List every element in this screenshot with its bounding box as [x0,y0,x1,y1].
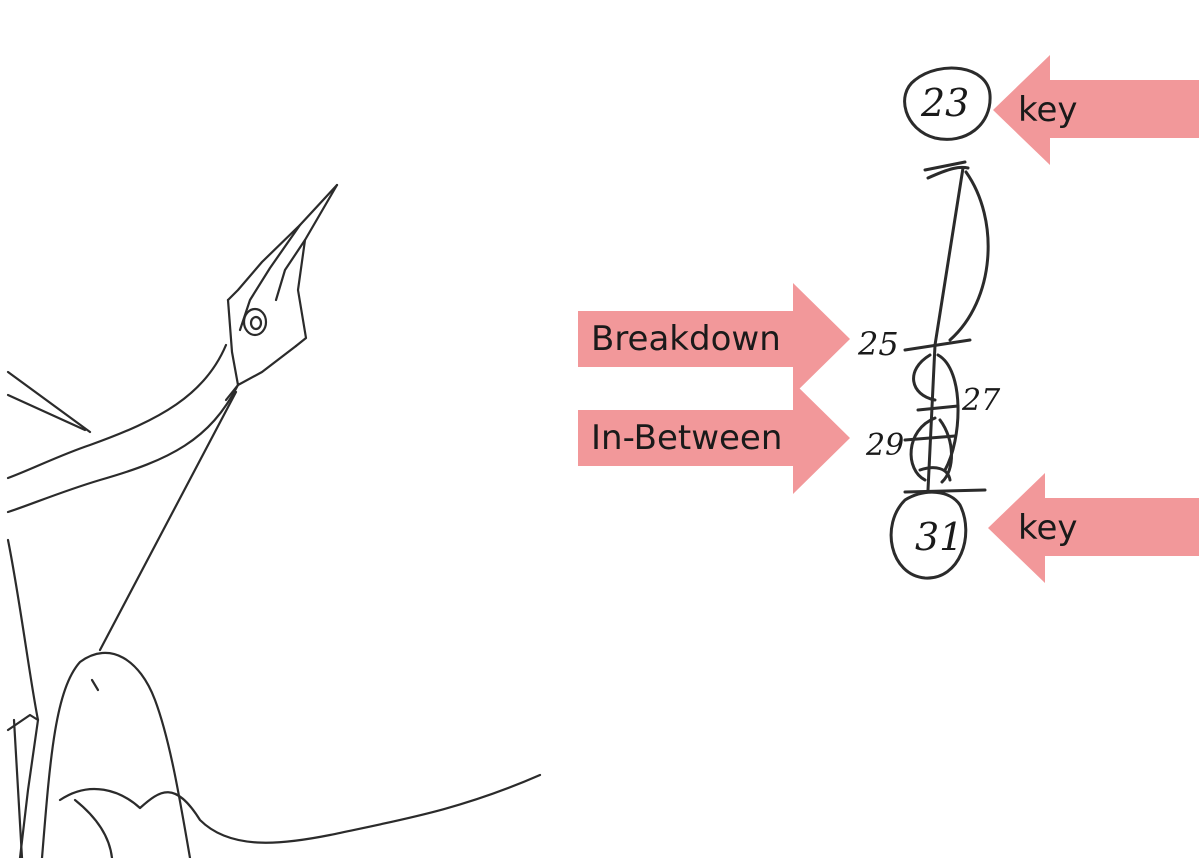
callout-key-bottom: key [988,473,1199,583]
callout-in-between: In-Between [578,382,850,494]
frame-number-bottom-key: 31 [915,515,963,559]
frame-number-inbetween-b: 29 [865,428,904,463]
callout-breakdown-label: Breakdown [591,319,781,359]
frame-number-top-key: 23 [920,81,969,125]
timing-chart [891,68,990,578]
callout-key-top-label: key [1018,90,1078,130]
callout-key-top: key [993,55,1199,165]
callout-in-between-label: In-Between [591,418,782,458]
frame-number-breakdown: 25 [857,325,899,363]
frame-number-inbetween-a: 27 [961,383,1001,418]
callout-breakdown: Breakdown [578,283,850,395]
callout-key-bottom-label: key [1018,508,1078,548]
pencil-sketch [8,185,540,858]
